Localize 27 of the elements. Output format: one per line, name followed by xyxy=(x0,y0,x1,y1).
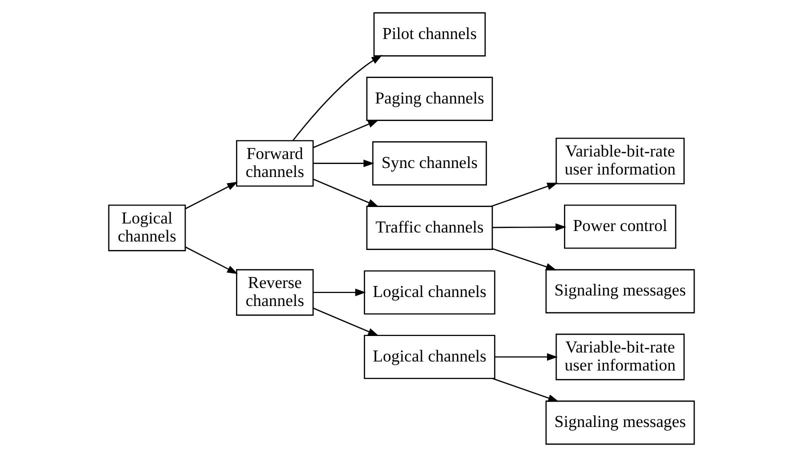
arrow xyxy=(313,160,374,168)
node-box: Power control xyxy=(564,204,676,249)
node-box: Variable-bit-rate user information xyxy=(556,334,685,380)
node-box: Signaling messages xyxy=(545,400,695,445)
arrow xyxy=(492,378,559,402)
node-box: Signaling messages xyxy=(545,269,695,314)
node-box: Logical channels xyxy=(364,334,496,380)
arrow xyxy=(492,223,566,231)
arrow xyxy=(313,308,379,336)
node-box: Sync channels xyxy=(372,141,487,186)
node-box: Variable-bit-rate user information xyxy=(556,138,685,184)
arrow xyxy=(313,120,379,148)
arrow xyxy=(185,182,238,210)
arrow xyxy=(185,246,238,274)
arrow xyxy=(491,182,558,207)
arrow xyxy=(292,54,382,141)
arrow xyxy=(313,178,379,207)
arrow xyxy=(492,248,557,270)
node-box: Traffic channels xyxy=(366,206,493,250)
node-box: Pilot channels xyxy=(373,12,486,56)
node-box: Paging channels xyxy=(366,76,493,121)
node-box: Logical channels xyxy=(108,204,186,252)
node-box: Forward channels xyxy=(236,140,314,187)
node-box: Reverse channels xyxy=(236,269,314,316)
arrow xyxy=(313,288,366,296)
arrow xyxy=(495,353,558,361)
node-box: Logical channels xyxy=(364,270,496,315)
